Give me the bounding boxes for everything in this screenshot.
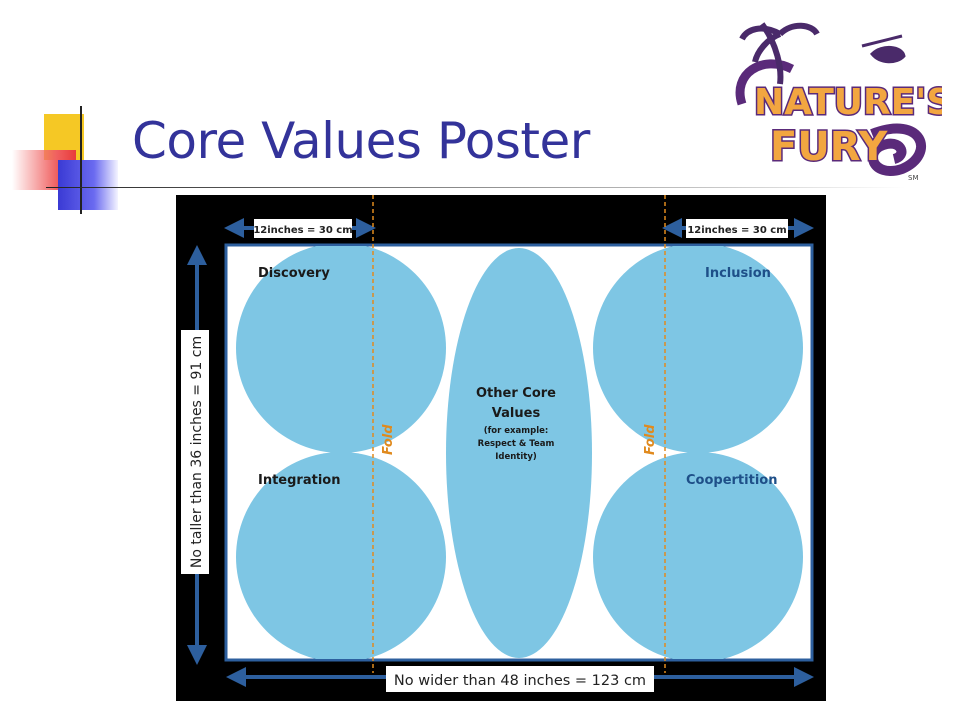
left-width-label: 12inches = 30 cm — [253, 225, 352, 236]
circle-inclusion — [593, 246, 803, 453]
height-label: No taller than 36 inches = 91 cm — [189, 336, 205, 568]
logo-text-line2: FURY — [770, 124, 888, 170]
label-integration: Integration — [258, 473, 340, 488]
height-label-box — [181, 330, 209, 574]
bottom-width-label: No wider than 48 inches = 123 cm — [394, 673, 646, 689]
label-discovery: Discovery — [258, 266, 330, 281]
circle-discovery — [236, 246, 446, 453]
center-title-line1: Other Core — [476, 386, 556, 401]
logo-text-line1: NATURE'S — [754, 82, 942, 123]
center-note-line2: Respect & Team — [478, 439, 555, 449]
decor-vertical-line — [80, 106, 82, 214]
left-fold-label: Fold — [381, 424, 396, 455]
circle-integration — [236, 452, 446, 659]
natures-fury-logo: NATURE'S FURY SM — [722, 14, 954, 184]
bottom-label-box — [386, 666, 654, 692]
center-note-line1: (for example: — [484, 426, 549, 436]
page-title: Core Values Poster — [132, 112, 590, 170]
right-fold-label: Fold — [643, 424, 658, 455]
ellipse-other-core-values — [446, 248, 592, 658]
circle-coopertition — [593, 452, 803, 659]
center-note-line3: Identity) — [495, 452, 537, 462]
title-underline — [46, 187, 906, 188]
decor-blue-square — [58, 160, 118, 210]
right-width-label: 12inches = 30 cm — [687, 225, 786, 236]
center-title-line2: Values — [492, 406, 541, 421]
left-width-label-box — [254, 219, 352, 238]
poster-diagram: 12inches = 30 cm 12inches = 30 cm No tal… — [176, 195, 826, 701]
right-width-label-box — [686, 219, 788, 238]
label-coopertition: Coopertition — [686, 473, 777, 488]
label-inclusion: Inclusion — [705, 266, 771, 281]
logo-service-mark: SM — [908, 174, 918, 182]
